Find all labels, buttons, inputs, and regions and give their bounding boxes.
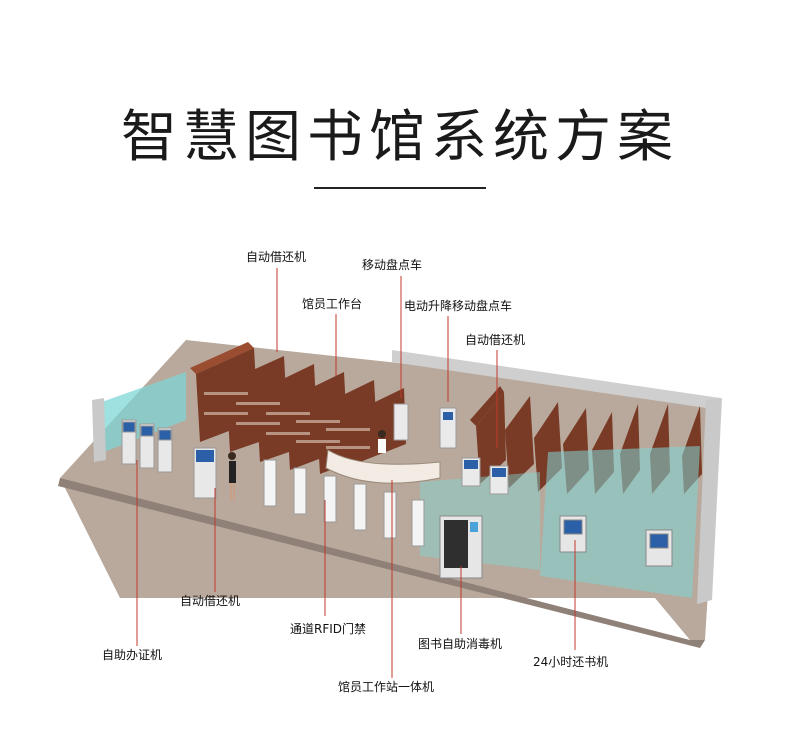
label-return-24h: 24小时还书机 [533,655,609,669]
label-card-machine: 自助办证机 [102,648,163,662]
back-wall [392,350,720,410]
left-glass-wall [96,372,186,452]
label-lift-cart: 电动升降移动盘点车 [404,299,513,313]
return-24h-machines [559,515,673,567]
label-rfid-gate: 通道RFID门禁 [290,622,367,636]
rfid-gates [263,459,425,547]
mobile-cart [393,403,409,441]
title-divider [314,187,486,189]
label-disinfector: 图书自助消毒机 [418,637,503,651]
page-title: 智慧图书馆系统方案 [121,105,679,170]
label-self-checkout-left: 自动借还机 [180,594,241,608]
label-self-checkout-right: 自动借还机 [465,333,526,347]
left-column [92,398,106,462]
librarian-figure [228,430,386,501]
floor-front [58,478,705,648]
right-wall [697,398,722,604]
label-staff-desk: 馆员工作台 [302,297,363,311]
leader-lines [136,268,576,678]
label-mobile-cart: 移动盘点车 [362,258,423,272]
label-self-checkout-top: 自动借还机 [246,250,307,264]
kiosk-group-left [121,419,173,473]
disinfector-machine [439,515,483,579]
label-staff-station: 馆员工作站一体机 [338,680,435,694]
shelf-block-left [190,342,406,474]
staff-counter [325,449,441,484]
